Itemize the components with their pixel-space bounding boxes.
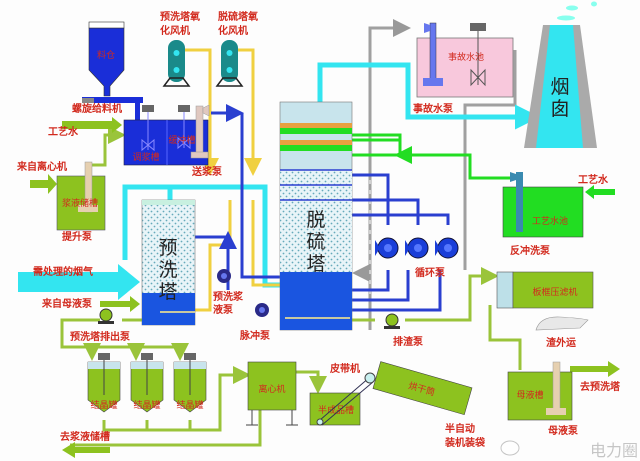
mother-liquor-tank: 母液槽 母液泵 去预洗塔 (507, 361, 621, 437)
filter-press-label: 板框压滤机 (532, 286, 577, 298)
desulf-fan-label-1: 脱硫塔氧 (218, 10, 258, 23)
prewash-oxidation-fan: 预洗塔氧 化风机 (160, 10, 200, 87)
circulation-pump-icon[interactable] (375, 237, 399, 259)
buffer-tank-label: 缓冲槽 (168, 134, 195, 146)
prewash-slurry-pump[interactable]: 预洗浆 液泵 (213, 269, 244, 316)
chimney-label-1: 烟 (550, 76, 569, 98)
desulf-tower-label-1: 脱 (306, 209, 325, 231)
slurry-pump-label: 送浆泵 (191, 165, 223, 178)
prewash-tower-label-1: 预 (158, 237, 177, 259)
to-prewash-label: 去预洗塔 (580, 380, 621, 393)
process-water-pool-label: 工艺水池 (532, 215, 568, 227)
desulf-tower-label-3: 塔 (306, 253, 325, 275)
liquid-pipes (60, 126, 522, 447)
slag-out-label: 渣外运 (546, 336, 576, 349)
belt-conveyor: 皮带机 (316, 362, 376, 426)
chimney: 烟 囱 (524, 1, 597, 148)
pulse-pump-label: 脉冲泵 (239, 329, 271, 342)
centrifuge: 离心机 (246, 361, 298, 426)
crystal-tank-label: 结晶罐 (176, 399, 203, 411)
screw-feeder: 螺旋给料机 (72, 97, 143, 121)
crystal-tank: 结晶罐 (87, 353, 121, 413)
dryer: 烘干筒 (372, 361, 473, 416)
filter-press: 板框压滤机 渣外运 (496, 271, 594, 349)
crystal-tank-label: 结晶罐 (90, 399, 117, 411)
crystal-tank: 结晶罐 (173, 353, 207, 413)
mother-liquor-tank-label: 母液槽 (516, 389, 543, 401)
process-water-right-label: 工艺水 (578, 173, 609, 186)
bagging-label-2: 装机装袋 (444, 436, 486, 449)
process-water-left-label: 工艺水 (48, 125, 79, 138)
from-mother-pump-arrow (100, 296, 140, 312)
chimney-label-2: 囱 (550, 98, 569, 120)
slurry-pump: 送浆泵 (190, 104, 223, 178)
slag-pump-label: 排渣泵 (393, 335, 424, 348)
from-centrifuge-arrow (30, 174, 57, 194)
flue-gas-inlet-arrow (18, 264, 140, 300)
centrifuge-label: 离心机 (258, 383, 285, 395)
prewash-fan-label-2: 化风机 (160, 24, 190, 37)
backwash-pump-label: 反冲洗泵 (510, 244, 551, 257)
accident-pump-label: 事故水泵 (413, 102, 454, 115)
pulse-pump[interactable]: 脉冲泵 (239, 303, 271, 342)
slag-pump[interactable]: 排渣泵 (384, 313, 424, 348)
hopper-label: 料仓 (97, 49, 115, 61)
mixing-tank-label: 调浆槽 (132, 151, 159, 163)
accident-pool: 事故水池 事故水泵 (413, 22, 514, 115)
process-water-left-arrow (62, 117, 122, 133)
desulf-fan-label-2: 化风机 (218, 24, 248, 37)
process-water-pipes (352, 133, 510, 180)
from-centrifuge-label: 来自离心机 (16, 160, 67, 173)
prewash-slurry-pump-label-1: 预洗浆 (213, 290, 244, 303)
crystal-tank-label: 结晶罐 (133, 399, 160, 411)
to-slurry-tank-arrow (62, 442, 110, 458)
prewash-tower-label-2: 洗 (158, 259, 177, 281)
prewash-fan-label-1: 预洗塔氧 (160, 10, 200, 23)
prewash-slurry-pump-label-2: 液泵 (213, 303, 234, 316)
to-slurry-tank-label: 去浆液储槽 (60, 430, 110, 443)
slurry-storage-tank-label: 浆液储槽 (62, 197, 98, 209)
slurry-pipes (195, 104, 450, 312)
accident-pool-label: 事故水池 (448, 51, 484, 63)
process-water-pool: 工艺水池 工艺水 反冲洗泵 (502, 172, 609, 257)
circulation-pump-label: 循环泵 (415, 266, 446, 279)
circulation-pump-icon[interactable] (435, 237, 459, 259)
watermark: 电力圈 (500, 440, 638, 460)
belt-conveyor-label: 皮带机 (329, 362, 360, 375)
to-prewash-arrow (570, 361, 620, 377)
desulf-tower-label-2: 硫 (306, 231, 325, 253)
from-mother-pump-label: 来自母液泵 (41, 297, 93, 310)
circulation-pumps: 循环泵 (375, 237, 459, 279)
bagging-label-1: 半自动 (445, 422, 475, 435)
prewash-discharge-pump[interactable]: 预洗塔排出泵 (70, 308, 131, 343)
semi-product-tank-label: 半成品槽 (318, 404, 354, 416)
prewash-tower: 预 洗 塔 (141, 199, 196, 326)
desulfurization-tower: 脱 硫 塔 (279, 101, 353, 331)
process-water-right-arrow (585, 185, 615, 199)
circulation-pump-icon[interactable] (405, 237, 429, 259)
watermark-text: 电力圈 (590, 441, 638, 460)
lift-pump-label: 提升泵 (62, 230, 93, 243)
desulf-oxidation-fan: 脱硫塔氧 化风机 (215, 10, 258, 87)
crystal-tank: 结晶罐 (130, 353, 164, 413)
prewash-tower-label-3: 塔 (158, 281, 177, 303)
screw-feeder-label: 螺旋给料机 (72, 102, 122, 115)
hopper: 料仓 (88, 21, 125, 97)
air-pipes (185, 48, 280, 312)
slurry-storage-tank: 浆液储槽 提升泵 (56, 161, 106, 243)
mother-liquor-pump-label: 母液泵 (548, 424, 579, 437)
prewash-discharge-pump-label: 预洗塔排出泵 (70, 330, 131, 343)
flue-gas-label: 需处理的烟气 (33, 265, 93, 278)
